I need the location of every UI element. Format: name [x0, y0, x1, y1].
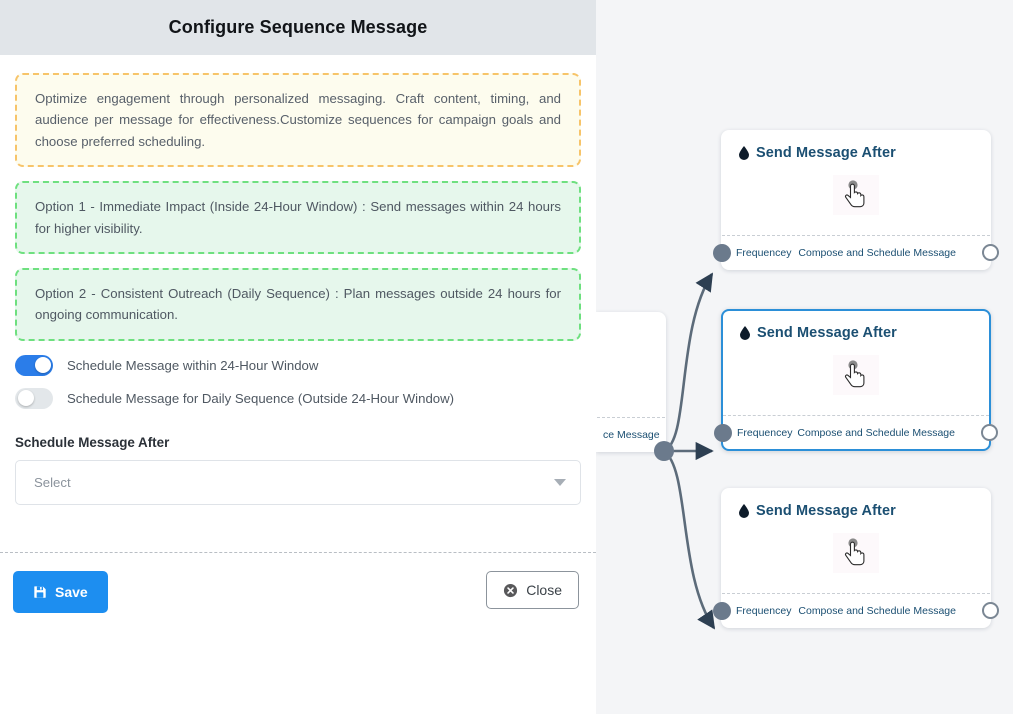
node-source-output-label: ce Message — [603, 428, 660, 441]
node-1-output-label: Compose and Schedule Message — [798, 246, 956, 259]
pointing-hand-cursor-icon — [833, 533, 879, 573]
node-3-title-row: Send Message After — [738, 503, 974, 519]
node-3-footer: Frequencey Compose and Schedule Message — [713, 593, 999, 627]
toggle-label-within-24h: Schedule Message within 24-Hour Window — [67, 357, 319, 373]
pointing-hand-cursor-icon — [833, 355, 879, 395]
chevron-down-icon — [554, 479, 566, 487]
panel-header: Configure Sequence Message — [0, 0, 596, 55]
node-2-body: Send Message After — [723, 311, 989, 415]
node-3-output-port[interactable] — [982, 601, 999, 619]
node-1-title: Send Message After — [756, 145, 896, 161]
edge-to-node-3 — [663, 449, 716, 630]
node-1-title-row: Send Message After — [738, 145, 974, 161]
close-circle-icon — [504, 583, 518, 597]
option-2-note: Option 2 - Consistent Outreach (Daily Se… — [15, 267, 581, 341]
configure-sequence-panel: Configure Sequence Message Optimize enga… — [0, 0, 596, 714]
water-drop-icon — [739, 146, 749, 160]
node-1-input-port[interactable] — [713, 243, 731, 262]
select-value: Select — [34, 474, 71, 490]
node-2-title: Send Message After — [757, 325, 897, 341]
toggle-schedule-daily-sequence[interactable] — [15, 387, 53, 409]
node-1-body: Send Message After — [722, 131, 990, 235]
node-3-output-label: Compose and Schedule Message — [798, 604, 956, 617]
node-2-output-label: Compose and Schedule Message — [797, 426, 955, 439]
node-send-message-after-1[interactable]: Send Message After Frequencey Compose an… — [713, 130, 999, 270]
node-2-footer: Frequencey Compose and Schedule Message — [714, 415, 998, 449]
save-button[interactable]: Save — [13, 571, 108, 613]
node-source-footer: ce Message — [597, 417, 665, 451]
edge-to-node-1 — [663, 272, 714, 453]
toggle-row-within-24h[interactable]: Schedule Message within 24-Hour Window — [15, 354, 581, 376]
page-title: Configure Sequence Message — [168, 17, 428, 37]
node-source-body — [597, 313, 665, 417]
node-send-message-after-3[interactable]: Send Message After Frequencey Compose an… — [713, 488, 999, 628]
schedule-message-after-select[interactable]: Select — [15, 459, 581, 505]
save-button-label: Save — [55, 584, 88, 600]
panel-body: Optimize engagement through personalized… — [0, 55, 596, 505]
toggle-label-daily-sequence: Schedule Message for Daily Sequence (Out… — [67, 390, 455, 406]
water-drop-icon — [739, 504, 749, 518]
toggle-knob — [34, 357, 51, 374]
node-1-footer: Frequencey Compose and Schedule Message — [713, 235, 999, 269]
toggle-knob — [17, 390, 34, 407]
close-button-label: Close — [526, 582, 562, 598]
node-2-output-port[interactable] — [981, 423, 998, 441]
node-3-input-port[interactable] — [713, 601, 731, 620]
close-button[interactable]: Close — [486, 571, 579, 609]
node-2-input-label: Frequencey — [737, 426, 793, 439]
node-1-input-label: Frequencey — [736, 246, 792, 259]
pointing-hand-cursor-icon — [833, 175, 879, 215]
node-2-title-row: Send Message After — [739, 325, 973, 341]
node-3-title: Send Message After — [756, 503, 896, 519]
node-source-partial[interactable]: ce Message — [596, 312, 666, 452]
save-floppy-icon — [34, 586, 46, 598]
panel-footer: Save Close — [0, 552, 596, 613]
option-1-note: Option 1 - Immediate Impact (Inside 24-H… — [15, 181, 581, 254]
water-drop-icon — [740, 326, 750, 340]
toggle-row-daily-sequence[interactable]: Schedule Message for Daily Sequence (Out… — [15, 387, 581, 409]
node-send-message-after-2[interactable]: Send Message After Frequencey Compose an… — [714, 309, 998, 451]
node-1-output-port[interactable] — [982, 243, 999, 261]
node-3-input-label: Frequencey — [736, 604, 792, 617]
node-2-input-port[interactable] — [714, 423, 732, 442]
info-note: Optimize engagement through personalized… — [15, 73, 581, 168]
toggle-schedule-within-24h[interactable] — [15, 354, 53, 376]
node-source-output-port[interactable] — [654, 441, 674, 461]
node-3-body: Send Message After — [722, 489, 990, 593]
schedule-message-after-label: Schedule Message After — [15, 434, 170, 450]
